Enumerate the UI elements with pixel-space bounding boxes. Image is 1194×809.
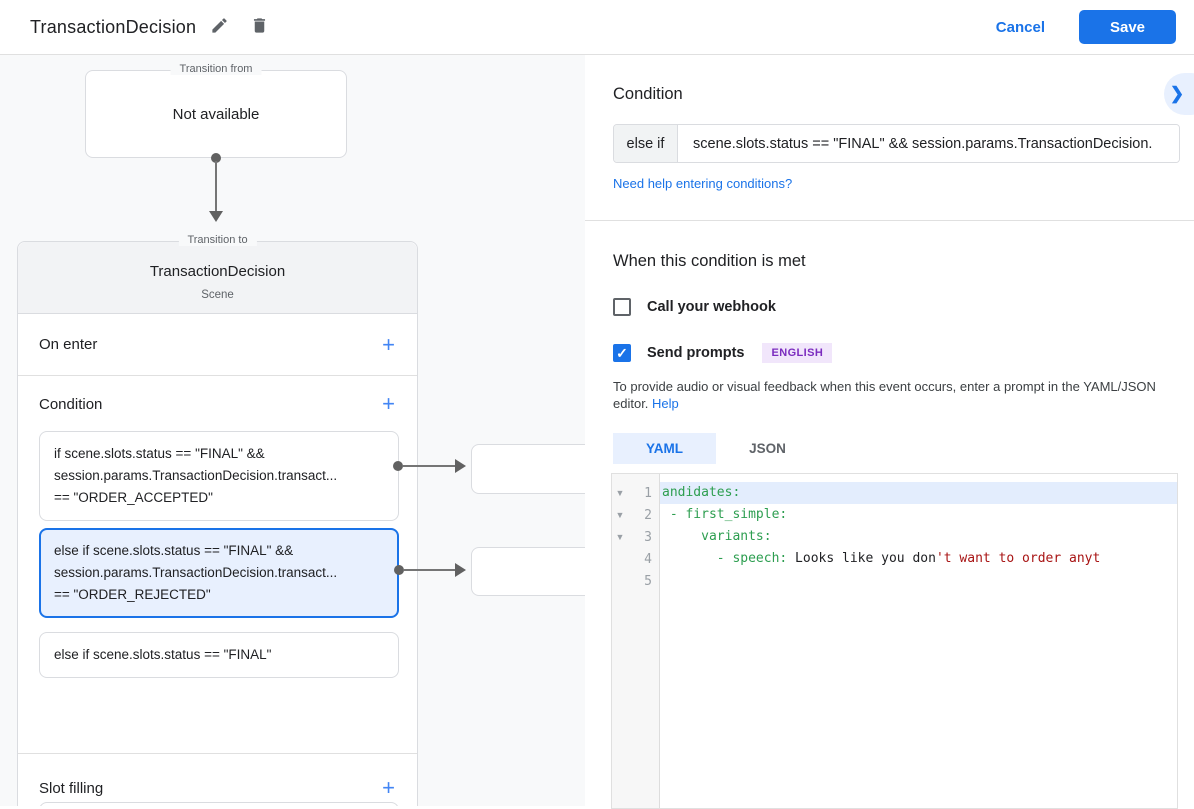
gutter-line: 4 — [612, 548, 659, 570]
language-badge: ENGLISH — [762, 343, 833, 363]
prompt-hint-text: To provide audio or visual feedback when… — [613, 379, 1156, 411]
condition-section-label: Condition — [39, 395, 103, 413]
slot-filling-label: Slot filling — [39, 779, 104, 797]
condition-section: Condition ❯ else if Need help entering c… — [585, 55, 1194, 221]
condition-card-1[interactable]: if scene.slots.status == "FINAL" &&sessi… — [39, 431, 399, 521]
webhook-label: Call your webhook — [647, 299, 776, 315]
transition-from-box: Transition from Not available — [85, 63, 347, 158]
code-segment: Looks like you don — [787, 551, 936, 566]
code-segment: variants: — [662, 529, 772, 544]
code-line-2: - first_simple: — [660, 504, 1177, 526]
on-enter-row: On enter + — [18, 314, 417, 376]
connector-dot — [394, 565, 404, 575]
scene-name: TransactionDecision — [149, 263, 286, 280]
editor-code-area[interactable]: andidates: - first_simple: variants: - s… — [660, 474, 1177, 808]
arrow-down-icon — [209, 211, 223, 222]
page-title: TransactionDecision — [30, 16, 197, 37]
line-number: 1 — [644, 485, 652, 501]
editor-tabs: YAML JSON — [613, 433, 1180, 464]
section-divider — [18, 753, 417, 754]
connector-dot — [393, 461, 403, 471]
condition-card-2[interactable]: else if scene.slots.status == "FINAL" &&… — [39, 528, 399, 618]
scene-type-label: Scene — [201, 289, 234, 301]
delete-scene-button[interactable] — [242, 10, 276, 44]
code-segment: 't want to order anyt — [935, 551, 1101, 566]
condition-prefix-label: else if — [614, 125, 678, 162]
line-number: 3 — [644, 529, 652, 545]
tab-json[interactable]: JSON — [749, 441, 786, 456]
condition-help-link[interactable]: Need help entering conditions? — [613, 176, 793, 191]
connector-line — [215, 161, 217, 212]
collapse-panel-button[interactable]: ❯ — [1164, 73, 1194, 115]
condition-section-row: Condition + — [18, 376, 417, 432]
help-link[interactable]: Help — [652, 396, 679, 411]
connector-line — [404, 569, 456, 571]
fold-arrow-icon[interactable]: ▼ — [615, 510, 625, 520]
line-number: 4 — [644, 551, 652, 567]
cancel-button[interactable]: Cancel — [995, 18, 1045, 36]
scene-card-header[interactable]: TransactionDecision Scene — [18, 242, 417, 314]
code-line-5 — [660, 570, 1177, 592]
when-condition-section: When this condition is met Call your web… — [585, 221, 1194, 809]
app-header: TransactionDecision Cancel Save — [0, 0, 1194, 55]
slot-filling-row: Slot filling + — [18, 760, 417, 806]
line-number: 5 — [644, 573, 652, 589]
fold-arrow-icon[interactable]: ▼ — [615, 532, 625, 542]
line-number: 2 — [644, 507, 652, 523]
webhook-checkbox[interactable] — [613, 298, 631, 316]
code-line-3: variants: — [660, 526, 1177, 548]
add-on-enter-button[interactable]: + — [382, 331, 395, 357]
condition-expression-input[interactable] — [678, 125, 1179, 162]
slot-card-1[interactable]: Slot validation — [39, 802, 399, 806]
code-segment: - speech: — [662, 551, 788, 566]
gutter-line: ▼3 — [612, 526, 659, 548]
send-prompts-row: ✓ Send prompts ENGLISH — [613, 343, 1180, 363]
arrow-right-icon — [455, 563, 466, 577]
transition-to-legend: Transition to — [178, 234, 257, 246]
add-slot-button[interactable]: + — [382, 775, 395, 800]
pencil-icon — [210, 16, 229, 38]
gutter-line: ▼2 — [612, 504, 659, 526]
condition-card-3[interactable]: else if scene.slots.status == "FINAL" — [39, 632, 399, 678]
connector-line — [403, 465, 456, 467]
transition-from-legend: Transition from — [170, 63, 262, 75]
add-condition-button[interactable]: + — [382, 391, 395, 416]
arrow-right-icon — [455, 459, 466, 473]
transition-target-box[interactable] — [471, 444, 585, 494]
transition-from-value: Not available — [172, 106, 260, 123]
code-segment: andidates: — [662, 485, 741, 500]
transition-target-box[interactable] — [471, 547, 585, 596]
connector-dot — [211, 153, 221, 163]
edit-scene-button[interactable] — [202, 10, 236, 44]
fold-arrow-icon[interactable]: ▼ — [615, 488, 625, 498]
gutter-line: ▼1 — [612, 482, 659, 504]
tab-yaml[interactable]: YAML — [613, 433, 716, 464]
send-prompts-checkbox[interactable]: ✓ — [613, 344, 631, 362]
scene-card: Transition to TransactionDecision Scene … — [17, 234, 418, 806]
condition-detail-panel: Condition ❯ else if Need help entering c… — [585, 55, 1194, 809]
gutter-line: 5 — [612, 570, 659, 592]
scene-flow-canvas: Transition from Not available Transition… — [0, 55, 585, 806]
on-enter-label: On enter — [39, 336, 98, 353]
trash-icon — [250, 16, 269, 38]
when-condition-heading: When this condition is met — [613, 252, 806, 270]
save-button[interactable]: Save — [1079, 10, 1176, 44]
code-line-1: andidates: — [660, 482, 1177, 504]
condition-input-group: else if — [613, 124, 1180, 163]
code-segment: - first_simple: — [662, 507, 788, 522]
code-line-4: - speech: Looks like you don't want to o… — [660, 548, 1177, 570]
send-prompts-label: Send prompts — [647, 345, 745, 361]
chevron-right-icon: ❯ — [1169, 84, 1185, 103]
webhook-row: Call your webhook — [613, 298, 1180, 316]
condition-heading: Condition — [613, 85, 683, 103]
